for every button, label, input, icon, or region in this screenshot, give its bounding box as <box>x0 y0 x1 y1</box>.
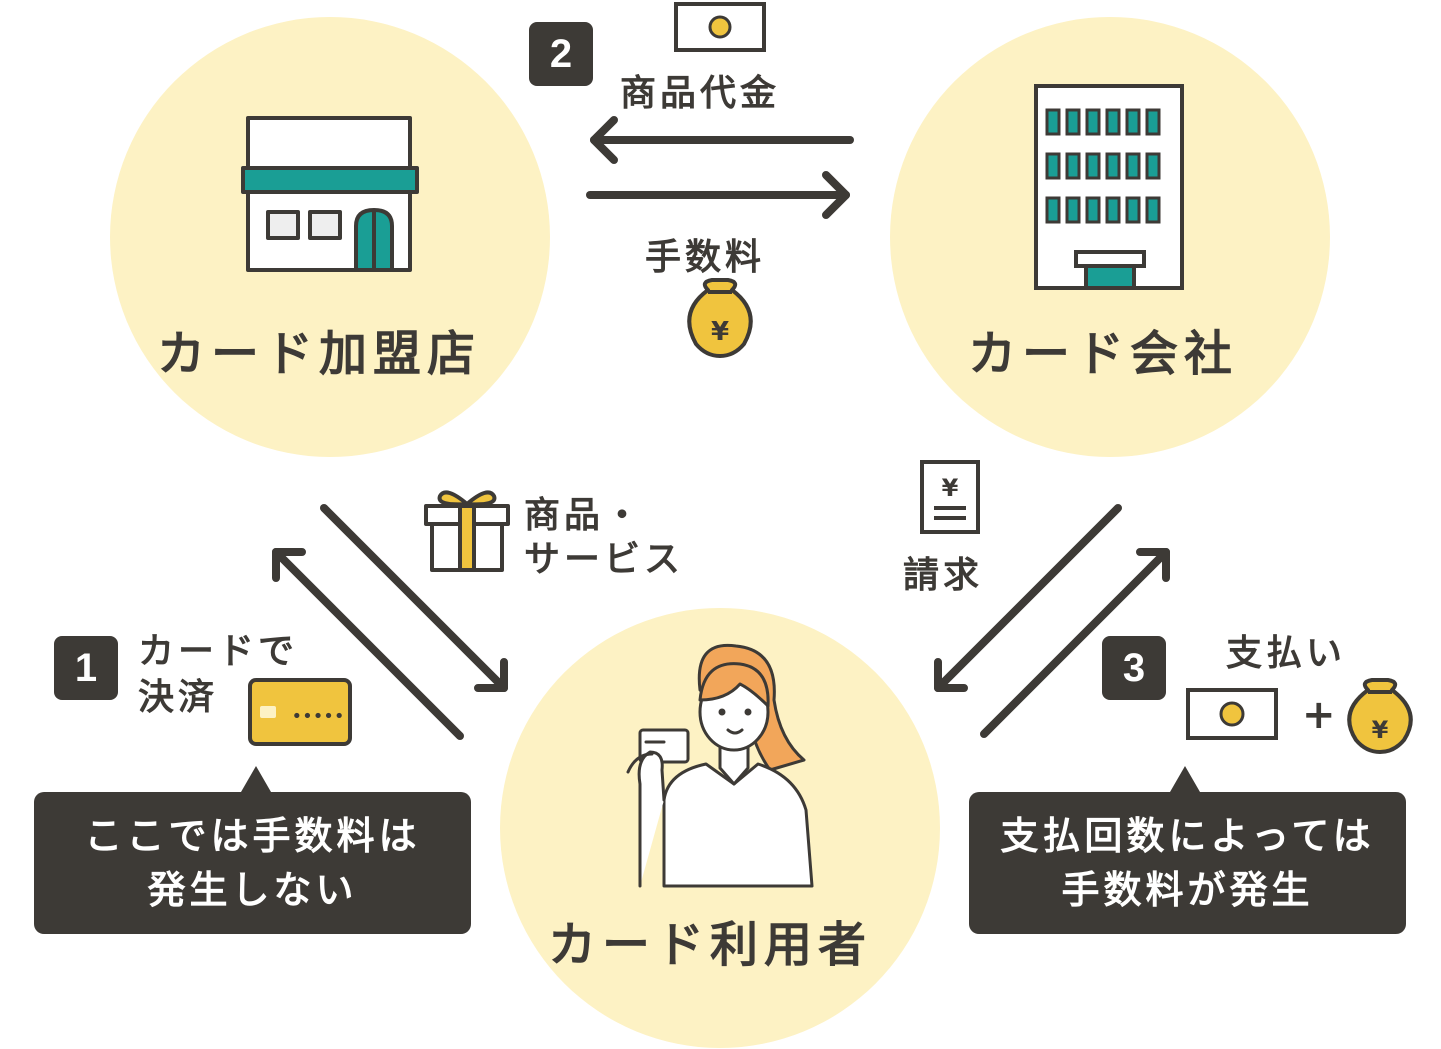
card-pay-label-1: カードで <box>138 631 299 672</box>
payment-arrow <box>980 548 1170 738</box>
goods-service-arrow <box>320 504 508 692</box>
money-bag-icon-payment: ¥ <box>1347 678 1413 754</box>
goods-service-label-1: 商品・ <box>524 495 645 536</box>
banknote-icon-payment <box>1186 688 1278 740</box>
goods-payment-arrow <box>590 116 854 164</box>
money-bag-icon-fee: ¥ <box>687 278 753 358</box>
svg-text:¥: ¥ <box>711 317 729 347</box>
store-icon <box>241 116 419 272</box>
gift-box-icon <box>424 490 510 572</box>
card-company-label: カード会社 <box>968 326 1239 382</box>
step-badge-1: 1 <box>54 636 118 700</box>
banknote-icon-top <box>674 2 766 52</box>
fee-arrow <box>586 171 850 219</box>
svg-text:¥: ¥ <box>942 474 959 502</box>
card-user-illustration <box>626 643 814 888</box>
step-badge-2: 2 <box>529 22 593 86</box>
goods-payment-label: 商品代金 <box>620 73 781 114</box>
installment-fee-callout: 支払回数によっては 手数料が発生 <box>969 766 1406 934</box>
invoice-icon: ¥ <box>920 460 980 534</box>
payment-label: 支払い <box>1226 633 1347 674</box>
svg-text:•••••: ••••• <box>291 706 344 727</box>
card-pay-label-2: 決済 <box>138 677 219 718</box>
step-badge-3: 3 <box>1102 636 1166 700</box>
credit-card-icon: ••••• <box>248 678 352 746</box>
plus-sign: + <box>1302 692 1340 738</box>
card-payment-arrow <box>272 548 464 740</box>
no-fee-callout: ここでは手数料は 発生しない <box>34 766 471 934</box>
merchant-label: カード加盟店 <box>157 326 482 382</box>
billing-label: 請求 <box>903 555 984 596</box>
fee-label: 手数料 <box>645 237 766 278</box>
office-building-icon <box>1034 84 1184 290</box>
installment-fee-callout-line2: 手数料が発生 <box>1061 868 1314 912</box>
billing-arrow <box>934 504 1122 692</box>
no-fee-callout-line1: ここでは手数料は <box>84 814 421 858</box>
no-fee-callout-line2: 発生しない <box>147 868 358 912</box>
installment-fee-callout-line1: 支払回数によっては <box>1000 814 1375 858</box>
goods-service-label-2: サービス <box>524 539 685 580</box>
card-user-label: カード利用者 <box>548 917 873 973</box>
svg-text:¥: ¥ <box>1372 716 1389 744</box>
